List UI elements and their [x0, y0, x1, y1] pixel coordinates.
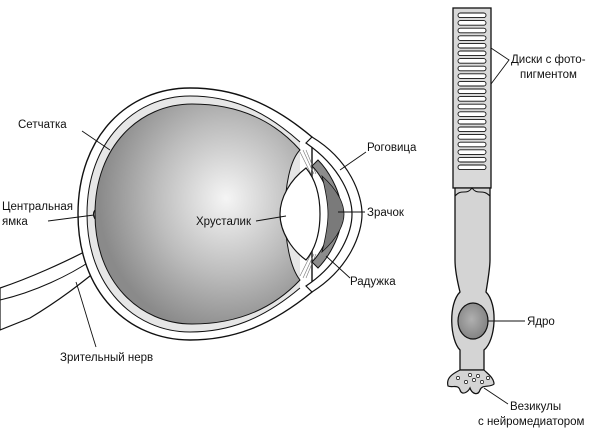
photopigment-disc: [457, 126, 487, 133]
optic-nerve-label: Зрительный нерв: [60, 352, 153, 364]
vitreous-body: [94, 103, 301, 325]
photopigment-disc: [457, 42, 487, 49]
vesicle: [486, 376, 490, 380]
photopigment-disc: [457, 88, 487, 95]
fovea: [92, 209, 96, 220]
photopigment-disc: [457, 141, 487, 148]
zonule-fibers: [299, 149, 317, 279]
photopigment-disc: [457, 27, 487, 34]
photopigment-disc: [457, 50, 487, 57]
vesicles: [456, 373, 490, 384]
vesicle: [456, 376, 460, 380]
cornea: [305, 136, 363, 293]
retina-label: Сетчатка: [18, 119, 67, 131]
photopigment-disc: [457, 164, 487, 171]
photopigment-disc: [457, 96, 487, 102]
eye-labels: Сетчатка Центральная ямка Зрительный нер…: [2, 119, 417, 364]
photopigment-disc: [457, 156, 487, 163]
nucleus: [457, 302, 489, 340]
photopigment-disc: [457, 35, 487, 41]
photopigment-disc: [457, 58, 487, 64]
vesicle: [476, 374, 480, 378]
photopigment-disc: [457, 111, 487, 117]
photopigment-disc: [457, 12, 487, 19]
vesicles-label-line1: Везикулы: [510, 401, 561, 413]
photopigment-disc: [457, 103, 487, 110]
photopigment-discs: [457, 12, 487, 171]
discs-label-line1: Диски с фото-: [511, 54, 586, 66]
cornea-label: Роговица: [367, 142, 417, 154]
vesicles-label-line2: с нейромедиатором: [478, 416, 585, 428]
photopigment-disc: [457, 149, 487, 155]
inner-segment: [451, 187, 495, 371]
eyeball: [0, 87, 363, 341]
vesicle: [468, 373, 472, 377]
vesicle: [480, 380, 484, 384]
photopigment-disc: [457, 65, 487, 72]
pupil-label: Зрачок: [367, 207, 405, 219]
vesicle: [464, 380, 468, 384]
photoreceptor-cell: [447, 7, 495, 395]
nucleus-label: Ядро: [527, 316, 555, 328]
iris-label: Радужка: [350, 276, 396, 288]
synaptic-terminal: [447, 369, 495, 395]
discs-label-line2: пигментом: [520, 69, 577, 81]
photopigment-disc: [457, 80, 487, 87]
fovea-label-line2: ямка: [2, 216, 28, 228]
photopigment-disc: [457, 20, 487, 26]
lens-label: Хрусталик: [196, 216, 252, 228]
vesicle: [472, 378, 476, 382]
fovea-label-line1: Центральная: [2, 201, 73, 213]
photopigment-disc: [457, 73, 487, 79]
lens: [279, 167, 321, 261]
photopigment-disc: [457, 134, 487, 140]
photopigment-disc: [457, 118, 487, 125]
photoreceptor-labels: Диски с фото- пигментом Ядро Везикулы с …: [478, 47, 586, 428]
